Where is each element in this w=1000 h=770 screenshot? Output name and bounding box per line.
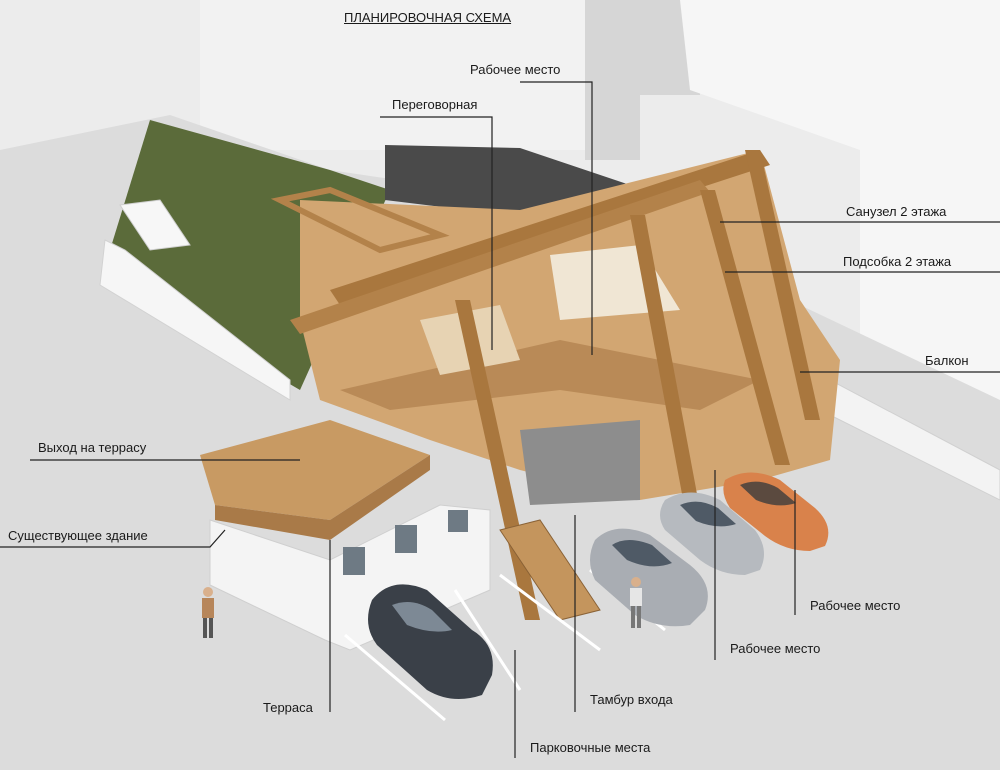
- label-terrace-exit: Выход на террасу: [38, 440, 147, 455]
- label-utility-2: Подсобка 2 этажа: [843, 254, 952, 269]
- label-bathroom-2: Санузел 2 этажа: [846, 204, 947, 219]
- label-existing-building: Существующее здание: [8, 528, 148, 543]
- car-silver-2: [660, 492, 764, 575]
- roof-beam: [290, 180, 710, 334]
- car-dark: [368, 584, 493, 699]
- terrace-deck-edge: [215, 455, 430, 540]
- label-workplace-bottom: Рабочее место: [730, 641, 821, 656]
- label-balcony: Балкон: [925, 353, 969, 368]
- bg-building-center: [585, 0, 700, 160]
- stairs-top: [119, 199, 191, 251]
- parking-line: [499, 573, 601, 652]
- terrace-deck: [200, 420, 430, 520]
- car-silver-1: [590, 528, 708, 627]
- label-entrance-vestibule: Тамбур входа: [590, 692, 673, 707]
- bg-building-left: [200, 0, 600, 150]
- diagonal-column: [700, 190, 790, 465]
- window: [343, 547, 365, 575]
- window: [448, 510, 468, 532]
- floor-slab: [340, 340, 760, 410]
- car-orange: [723, 472, 829, 551]
- diagonal-column: [630, 215, 700, 510]
- person: [630, 577, 642, 628]
- parking-line: [453, 589, 522, 691]
- leader-lines: [0, 81, 1000, 758]
- label-meeting-room: Переговорная: [392, 97, 478, 112]
- diagonal-column: [745, 150, 820, 420]
- pergola: [270, 186, 450, 254]
- label-terrace: Терраса: [263, 700, 313, 715]
- label-workplace-top: Рабочее место: [470, 62, 561, 77]
- diagram-title: ПЛАНИРОВОЧНАЯ СХЕМА: [344, 10, 512, 25]
- vestibule: [520, 420, 640, 505]
- person: [202, 587, 214, 638]
- window: [395, 525, 417, 553]
- retaining-wall-left: [99, 239, 291, 401]
- parking-line: [344, 633, 446, 722]
- label-parking: Парковочные места: [530, 740, 651, 755]
- bg-building-right: [680, 0, 1000, 420]
- roof-beam: [330, 150, 770, 305]
- label-workplace-right: Рабочее место: [810, 598, 901, 613]
